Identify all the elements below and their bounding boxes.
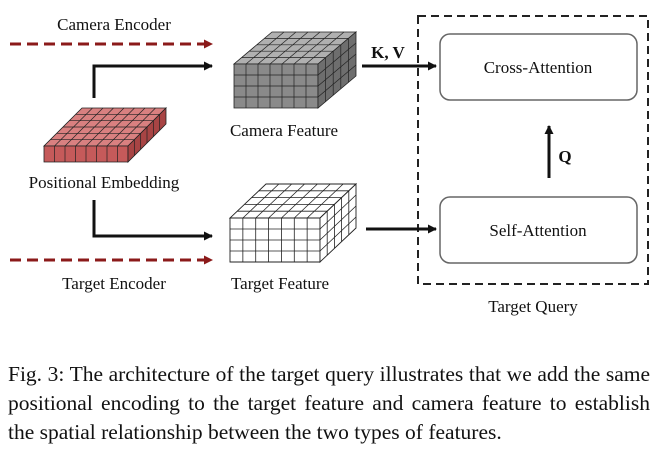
cross-attention-label: Cross-Attention xyxy=(484,58,593,77)
camera-feature-label: Camera Feature xyxy=(230,121,338,140)
figure-caption: Fig. 3: The architecture of the target q… xyxy=(8,361,650,444)
cross-attention-box xyxy=(439,33,638,101)
camera-encoder-label: Camera Encoder xyxy=(57,15,171,34)
self-attention-label: Self-Attention xyxy=(489,221,587,240)
camera-feature-cube xyxy=(232,31,358,109)
positional-to-target-arrow xyxy=(92,200,213,241)
target-encoder-label: Target Encoder xyxy=(62,274,166,293)
target-feature-label: Target Feature xyxy=(231,274,329,293)
target-feature-cube xyxy=(228,182,358,264)
q-label: Q xyxy=(558,147,571,166)
positional-to-camera-arrow xyxy=(92,61,213,98)
self-attention-box xyxy=(439,196,638,264)
target-query-label: Target Query xyxy=(488,297,578,316)
target-query-container xyxy=(417,15,649,285)
architecture-diagram: Camera Encoder Camera Feature Positional… xyxy=(10,15,649,316)
positional-embedding-slab xyxy=(43,107,167,163)
kv-label: K, V xyxy=(371,43,405,62)
positional-embedding-label: Positional Embedding xyxy=(29,173,180,192)
